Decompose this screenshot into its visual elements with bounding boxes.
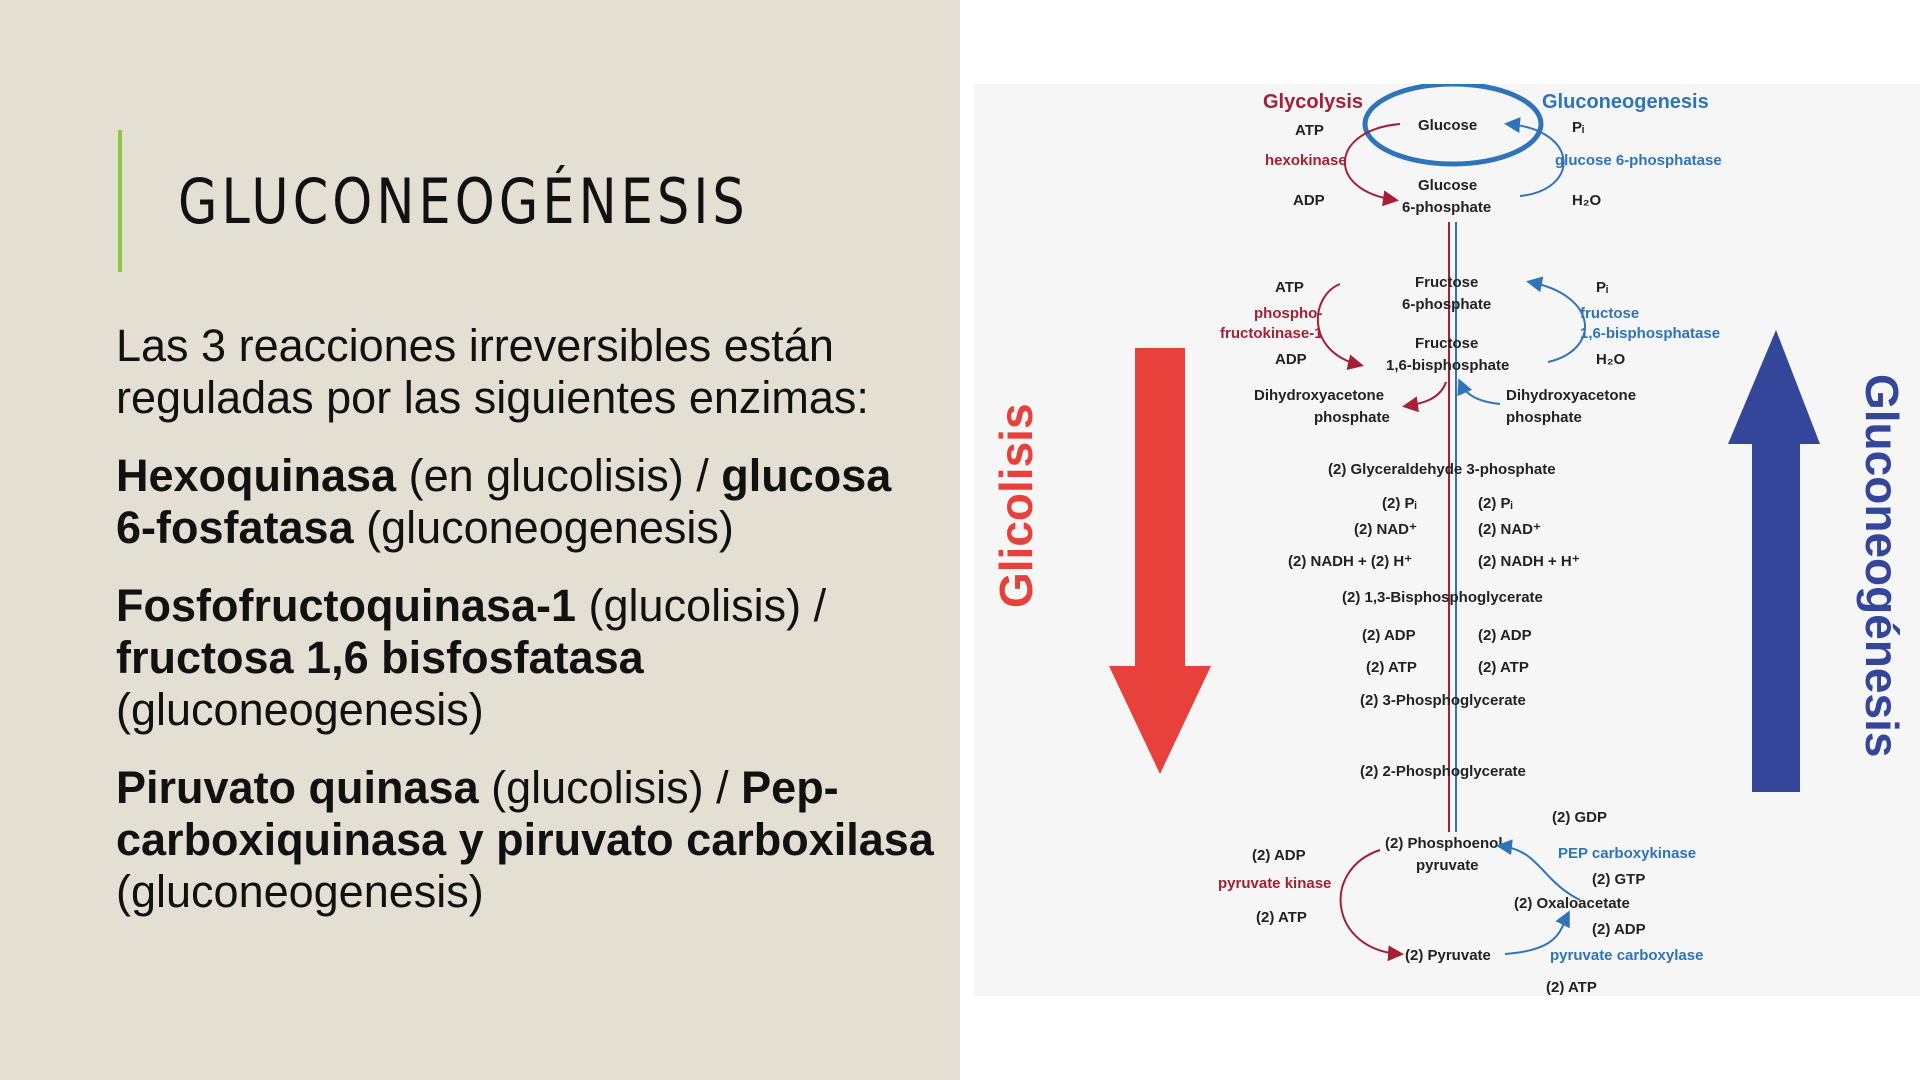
enzyme-note: (en glucolisis) / <box>396 450 722 501</box>
pathway-svg: Glicolisis Gluconeogénesis Glycolysis Gl… <box>990 84 1908 996</box>
f16bp-label-line1: Fructose <box>1415 335 1478 352</box>
enzyme-note: (glucolisis) / <box>576 580 827 631</box>
aldolase-arrow-right <box>1457 378 1501 405</box>
pk-arrow <box>1339 849 1404 962</box>
atp2-right: (2) ATP <box>1478 659 1529 676</box>
enzyme-note: (gluconeogenesis) <box>116 866 484 917</box>
pi-label: Pᵢ <box>1596 279 1608 296</box>
intro-paragraph: Las 3 reacciones irreversibles están reg… <box>116 320 869 423</box>
gdp-label: (2) GDP <box>1552 809 1607 826</box>
atp2-left: (2) ATP <box>1366 659 1417 676</box>
accent-bar <box>118 130 122 272</box>
h2o-label: H₂O <box>1572 192 1601 209</box>
f6p-label-line2: 6-phosphate <box>1402 296 1491 313</box>
gluconeogenesis-vertical-label: Gluconeogénesis <box>1856 374 1908 757</box>
pfk-label-line1: phospho- <box>1254 305 1322 322</box>
glucose-cycle-ellipse <box>1362 84 1544 167</box>
glicolisis-vertical-label: Glicolisis <box>990 403 1042 608</box>
slide-body: Las 3 reacciones irreversibles están reg… <box>116 320 936 944</box>
fbpase-label-line1: fructose <box>1580 305 1639 322</box>
glycolysis-header: Glycolysis <box>1263 91 1363 113</box>
enzyme-note: (glucolisis) / <box>478 762 742 813</box>
atp2-pk: (2) ATP <box>1256 909 1307 926</box>
bpg-label: (2) 1,3-Bisphosphoglycerate <box>1342 589 1543 606</box>
slide-title: GLUCONEOGÉNESIS <box>178 165 749 238</box>
pep-label-line2: pyruvate <box>1416 857 1479 874</box>
pg2-label: (2) 2-Phosphoglycerate <box>1360 763 1526 780</box>
atp-label: ATP <box>1295 122 1324 139</box>
adp-label: ADP <box>1293 192 1325 209</box>
hexokinase-label: hexokinase <box>1265 152 1347 169</box>
dhap-right-line1: Dihydroxyacetone <box>1506 387 1636 404</box>
enzyme-name: glucosa 6-fosfatasa <box>116 450 892 553</box>
enzyme-name: Piruvato quinasa <box>116 762 479 813</box>
adp2-right: (2) ADP <box>1478 627 1532 644</box>
hexokinase-arrow <box>1343 123 1401 207</box>
fbpase-label-line2: 1,6-bisphosphatase <box>1580 325 1720 342</box>
dhap-left-line2: phosphate <box>1314 409 1390 426</box>
g6pase-arrow <box>1504 117 1565 197</box>
adp2-pk: (2) ADP <box>1252 847 1306 864</box>
dhap-right-line2: phosphate <box>1506 409 1582 426</box>
adp2-left: (2) ADP <box>1362 627 1416 644</box>
pepck-label: PEP carboxykinase <box>1558 845 1696 862</box>
pi2-left: (2) Pᵢ <box>1382 495 1417 512</box>
pc-label: pyruvate carboxylase <box>1550 947 1703 964</box>
enzyme-name: fructosa 1,6 bisfosfatasa <box>116 632 644 683</box>
dhap-left-line1: Dihydroxyacetone <box>1254 387 1384 404</box>
enzyme-pair-2: Fosfofructoquinasa-1 (glucolisis) / fruc… <box>116 580 936 736</box>
gluconeogenesis-header: Gluconeogenesis <box>1542 91 1709 113</box>
pg3-label: (2) 3-Phosphoglycerate <box>1360 692 1526 709</box>
pepck-arrow <box>1496 839 1581 901</box>
nadh-left: (2) NADH + (2) H⁺ <box>1288 553 1412 570</box>
enzyme-name: Fosfofructoquinasa-1 <box>116 580 577 631</box>
enzyme-pair-1: Hexoquinasa (en glucolisis) / glucosa 6-… <box>116 450 936 554</box>
pfk-label-line2: fructokinase-1 <box>1220 325 1323 342</box>
gtp-label: (2) GTP <box>1592 871 1645 888</box>
f6p-label-line1: Fructose <box>1415 274 1478 291</box>
g6p-label-line1: Glucose <box>1418 177 1477 194</box>
adp-label: ADP <box>1275 351 1307 368</box>
g6p-label-line2: 6-phosphate <box>1402 199 1491 216</box>
pc-arrow <box>1504 910 1570 955</box>
pk-label: pyruvate kinase <box>1218 875 1331 892</box>
oaa-label: (2) Oxaloacetate <box>1514 895 1630 912</box>
nad-right: (2) NAD⁺ <box>1478 521 1541 538</box>
adp2-pc: (2) ADP <box>1592 921 1646 938</box>
glycolysis-big-arrow <box>1109 348 1211 774</box>
text-panel: GLUCONEOGÉNESIS Las 3 reacciones irrever… <box>0 0 960 1080</box>
pi-label: Pᵢ <box>1572 119 1584 136</box>
pfk-arrow <box>1316 283 1364 371</box>
enzyme-note: (gluconeogenesis) <box>116 684 484 735</box>
glucose-label: Glucose <box>1418 117 1477 134</box>
g6pase-label: glucose 6-phosphatase <box>1555 152 1722 169</box>
nad-left: (2) NAD⁺ <box>1354 521 1417 538</box>
f16bp-label-line2: 1,6-bisphosphate <box>1386 357 1509 374</box>
h2o-label: H₂O <box>1596 351 1625 368</box>
pi2-right: (2) Pᵢ <box>1478 495 1513 512</box>
enzyme-name: Hexoquinasa <box>116 450 397 501</box>
enzyme-name: Pep-carboxiquinasa y piruvato carboxilas… <box>116 762 934 865</box>
nadh-right: (2) NADH + H⁺ <box>1478 553 1580 570</box>
enzyme-note: (gluconeogenesis) <box>353 502 734 553</box>
pyruvate-label: (2) Pyruvate <box>1405 947 1491 964</box>
g3p-label: (2) Glyceraldehyde 3-phosphate <box>1328 461 1556 478</box>
atp-label: ATP <box>1275 279 1304 296</box>
fbpase-arrow <box>1526 276 1586 363</box>
gluconeogenesis-big-arrow <box>1728 330 1820 792</box>
pep-label-line1: (2) Phosphoenol- <box>1385 835 1508 852</box>
pathway-diagram: Glicolisis Gluconeogénesis Glycolysis Gl… <box>974 84 1920 996</box>
aldolase-arrow-left <box>1402 381 1447 413</box>
enzyme-pair-3: Piruvato quinasa (glucolisis) / Pep-carb… <box>116 762 936 918</box>
atp2-pc: (2) ATP <box>1546 979 1597 996</box>
